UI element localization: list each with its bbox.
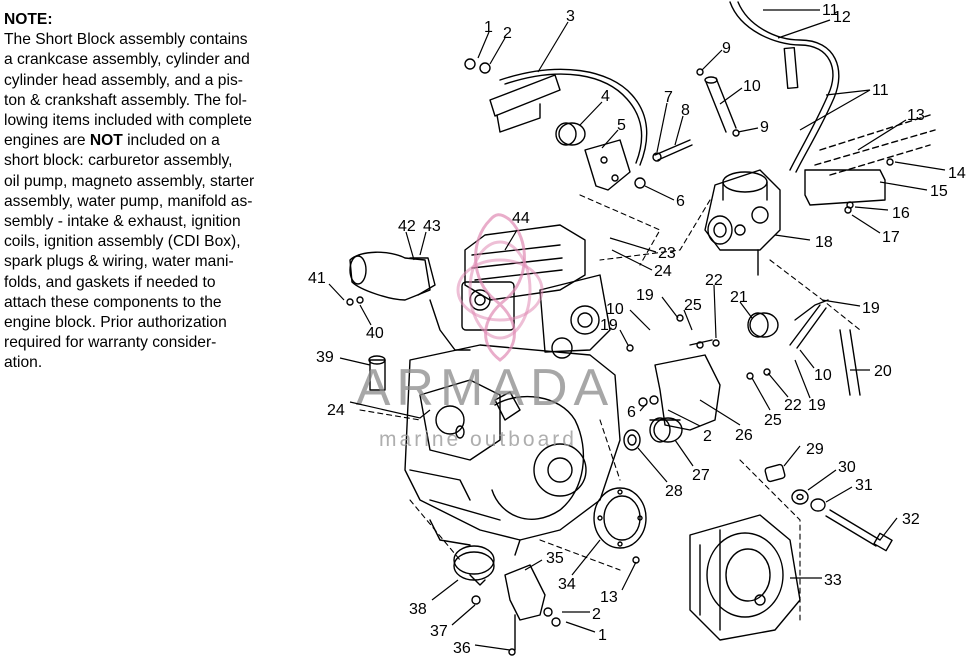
callout-28: 28	[665, 483, 683, 500]
callout-26: 26	[735, 427, 753, 444]
callout-20: 20	[874, 363, 892, 380]
callout-34: 34	[558, 576, 576, 593]
note-line: engine block. Prior authorization	[4, 314, 227, 332]
callout-40: 40	[366, 325, 384, 342]
callout-2: 2	[503, 25, 512, 42]
callout-25-mid: 25	[764, 412, 782, 429]
callout-5: 5	[617, 117, 626, 134]
callout-11-right: 11	[872, 82, 889, 99]
callout-19-right: 19	[862, 300, 880, 317]
note-line: The Short Block assembly contains	[4, 31, 248, 49]
callout-30: 30	[838, 459, 856, 476]
watermark: ARMADA marine outboard	[356, 213, 614, 451]
callout-11-top: 11	[822, 2, 839, 19]
callout-42: 42	[398, 218, 416, 235]
callout-10-mid: 10	[606, 301, 624, 318]
callout-leaders	[328, 9, 946, 651]
note-line: required for warranty consider-	[4, 334, 217, 352]
note-line: spark plugs & wiring, water mani-	[4, 253, 234, 271]
note-emphasis: NOT	[89, 132, 123, 150]
callout-35: 35	[546, 550, 564, 567]
callout-17: 17	[882, 229, 900, 246]
note-line: assembly, water pump, manifold as-	[4, 192, 253, 210]
callout-labels: 1 2 3 11 12 9 10 9 11 4 5 7 8 6 13 14 15…	[308, 2, 966, 657]
note-line: a crankcase assembly, cylinder and	[4, 51, 250, 69]
callout-43: 43	[423, 218, 441, 235]
callout-10-right: 10	[814, 367, 832, 384]
callout-36: 36	[453, 640, 471, 657]
callout-16: 16	[892, 205, 910, 222]
callout-32: 32	[902, 511, 920, 528]
callout-22-top: 22	[705, 272, 723, 289]
note-line: ton & crankshaft assembly. The fol-	[4, 91, 247, 109]
callout-2-mid: 2	[703, 428, 712, 445]
note-line: coils, ignition assembly (CDI Box),	[4, 233, 241, 251]
watermark-tagline: marine outboard	[379, 428, 577, 451]
callout-7: 7	[664, 89, 673, 106]
engine-artwork	[346, 1, 936, 656]
note-line: folds, and gaskets if needed to	[4, 273, 216, 291]
callout-4: 4	[601, 88, 610, 105]
callout-10-top: 10	[743, 78, 761, 95]
callout-9-mid: 9	[760, 119, 769, 136]
callout-38: 38	[409, 601, 427, 618]
callout-6-mid: 6	[627, 404, 636, 421]
note-line: ation.	[4, 354, 43, 372]
callout-2-bottom: 2	[592, 606, 601, 623]
callout-39: 39	[316, 349, 334, 366]
note-line: engines are NOT included on a	[4, 132, 220, 150]
callout-33: 33	[824, 572, 842, 589]
note-title: NOTE:	[4, 11, 53, 28]
callout-19-a: 19	[636, 287, 654, 304]
callout-27: 27	[692, 467, 710, 484]
callout-13-bottom: 13	[600, 589, 618, 606]
callout-15: 15	[930, 183, 948, 200]
note-line: oil pump, magneto assembly, starter	[4, 172, 255, 190]
callout-12: 12	[833, 9, 851, 26]
callout-41: 41	[308, 270, 326, 287]
callout-3: 3	[566, 8, 575, 25]
callout-24-left: 24	[327, 402, 345, 419]
callout-14: 14	[948, 165, 966, 182]
callout-6-top: 6	[676, 193, 685, 210]
callout-19-c: 19	[808, 397, 826, 414]
note-line: attach these components to the	[4, 293, 222, 311]
note-line: sembly - intake & exhaust, ignition	[4, 213, 241, 231]
callout-1: 1	[484, 19, 493, 36]
callout-9-top: 9	[722, 40, 731, 57]
callout-19-b: 19	[600, 317, 618, 334]
note-body: The Short Block assembly contains a crank…	[4, 30, 322, 373]
callout-18: 18	[815, 234, 833, 251]
note-line: lowing items included with complete	[4, 112, 252, 130]
note-line: cylinder head assembly, and a pis-	[4, 71, 243, 89]
callout-22-mid: 22	[784, 397, 802, 414]
callout-1-bottom: 1	[598, 627, 607, 644]
callout-29: 29	[806, 441, 824, 458]
note-line: short block: carburetor assembly,	[4, 152, 233, 170]
callout-21: 21	[730, 289, 748, 306]
callout-13-top: 13	[907, 107, 925, 124]
watermark-logo-icon	[456, 213, 544, 362]
callout-31: 31	[855, 477, 873, 494]
watermark-brand: ARMADA	[356, 359, 614, 417]
callout-8: 8	[681, 102, 690, 119]
callout-37: 37	[430, 623, 448, 640]
callout-25-top: 25	[684, 297, 702, 314]
callout-24-top: 24	[654, 263, 672, 280]
callout-23: 23	[658, 245, 676, 262]
callout-44: 44	[512, 210, 530, 227]
short-block-note: NOTE: The Short Block assembly contains a…	[4, 10, 322, 374]
